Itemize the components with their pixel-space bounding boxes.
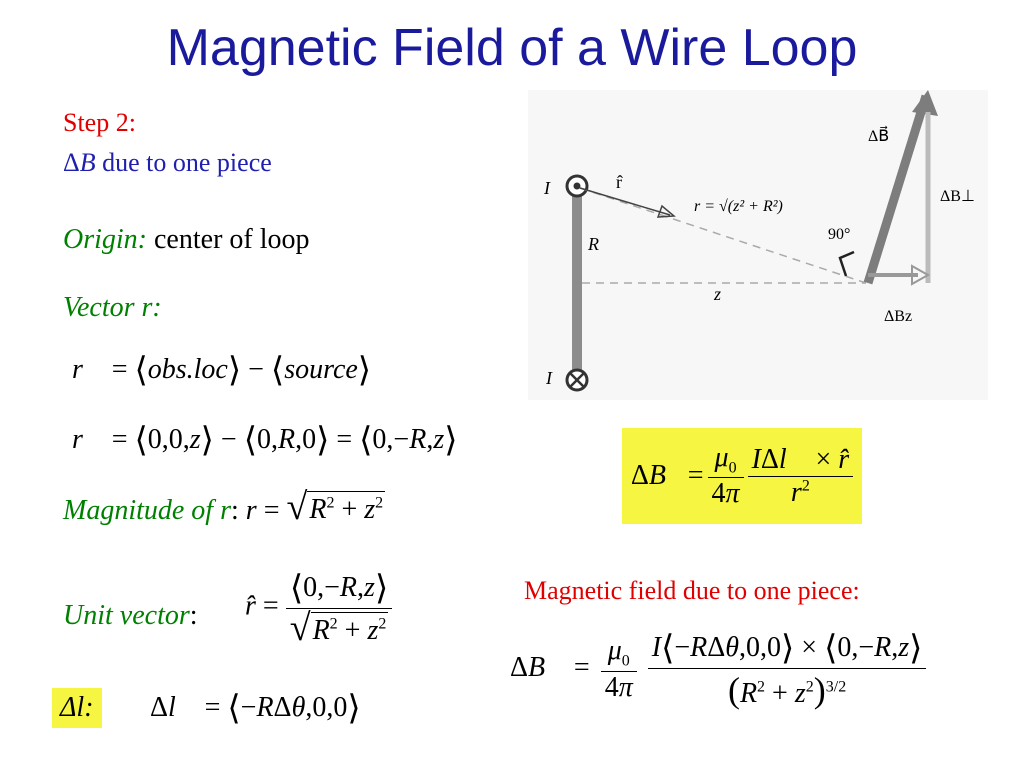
diagram-current-bottom: I [546,368,552,388]
diagram-rhat-label: r̂ [616,172,622,192]
step-description: ΔB due to one piece [63,148,272,178]
diagram-z-label: z [714,284,722,304]
diagram-delta-b-label: ΔB⃗ [868,128,890,145]
step-description-text: due to one piece [102,148,272,177]
step-label: Step 2: [63,108,136,137]
origin-label: Origin: [63,224,147,255]
unit-vector-formula: r̂ = ⟨0,−R,z⟩ √R2 + z2 [245,568,393,648]
diagram-r-equation: r = √(z² + R²) [694,198,783,215]
dl-label: Δl: [52,688,102,728]
right-angle-marker [838,250,855,277]
loop-field-diagram: I I R z r̂ r = √(z² + R²) 90° ΔB⃗ ΔB⊥ ΔB… [528,90,988,400]
unit-vector-label: Unit vector [63,600,190,631]
dl-formula: Δl⃗ = ⟨−RΔθ,0,0⟩ [150,690,361,727]
magnitude-line: Magnitude of r: r = √R2 + z2 [63,486,386,528]
vector-r-label: Vector r: [63,292,162,323]
unit-vector-label-line: Unit vector: [63,600,198,631]
vector-r-components: r⃗ = ⟨0,0,z⟩ − ⟨0,R,0⟩ = ⟨0,−R,z⟩ [72,422,458,459]
loop-diameter-bar [572,186,582,376]
field-piece-label: Magnetic field due to one piece: [524,576,860,605]
magnitude-label: Magnitude of r [63,495,231,526]
diagram-delta-b-z-label: ΔBz [884,308,913,325]
diagram-angle-label: 90° [828,226,851,243]
diagram-current-top: I [544,178,550,198]
origin-value: center of loop [154,224,310,255]
slide-title: Magnetic Field of a Wire Loop [166,19,858,77]
diagram-radius-label: R [588,234,599,254]
diagram-delta-b-perp-label: ΔB⊥ [940,188,975,205]
vector-r-definition: r⃗ = ⟨obs.loc⟩ − ⟨source⟩ [72,352,372,389]
r-hat-arrow [579,187,671,216]
delta-b-arrow [863,94,931,285]
delta-b-symbol: ΔB [63,148,96,177]
origin-line: Origin: center of loop [63,224,310,256]
diagram-svg [565,90,938,392]
magnitude-formula: r = √R2 + z2 [245,486,386,528]
